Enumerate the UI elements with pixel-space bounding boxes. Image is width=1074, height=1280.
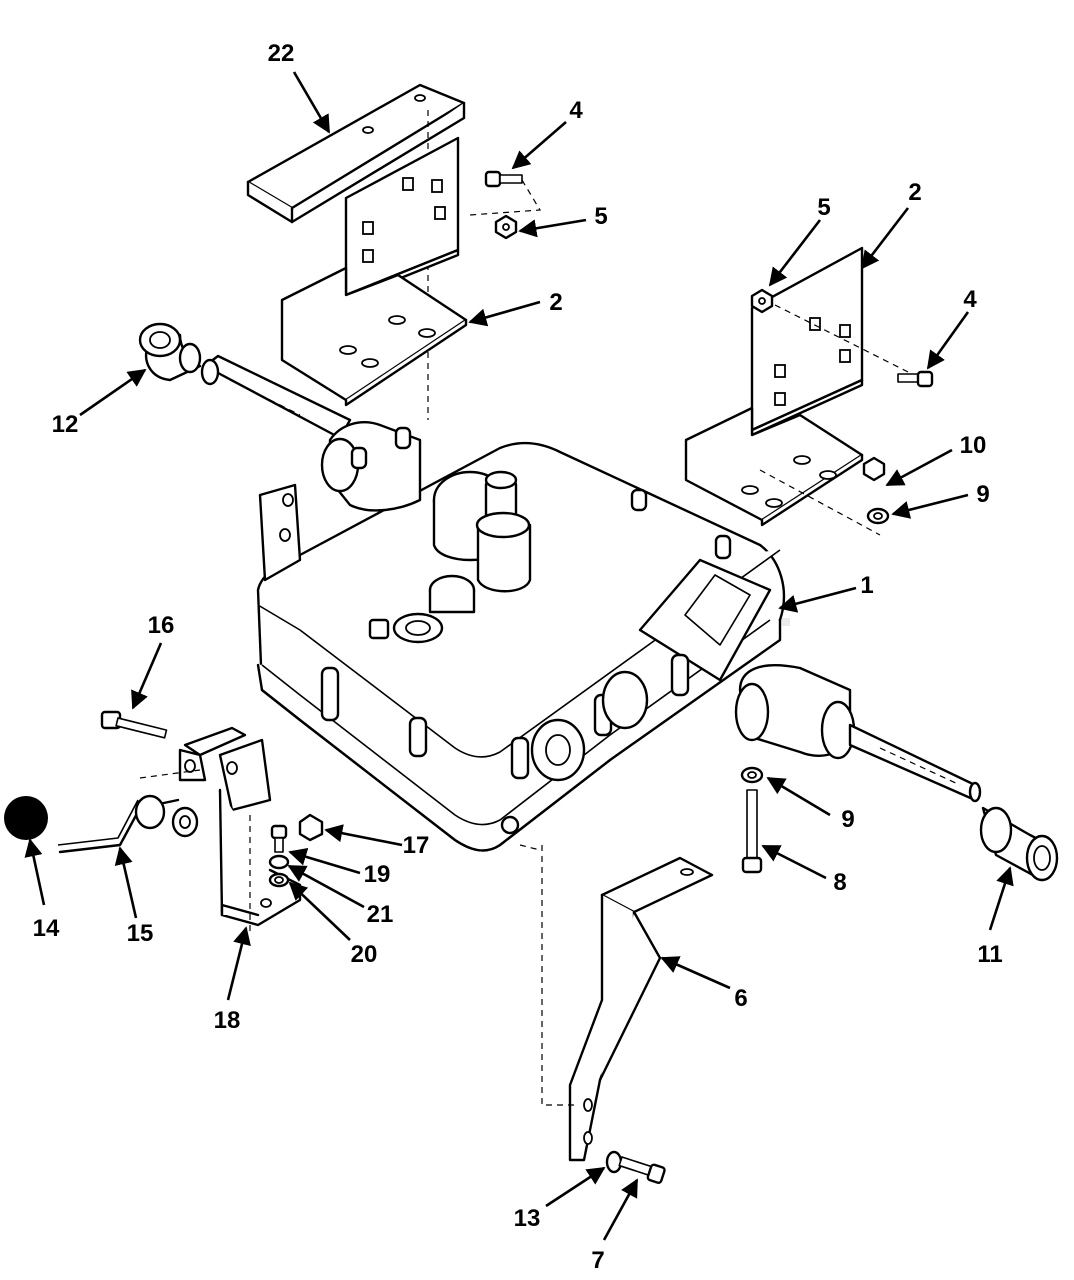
- part-11-bushing-right: [979, 806, 1059, 882]
- callout-20: 20: [351, 941, 378, 968]
- callout-8: 8: [833, 869, 846, 896]
- alignment-line: [519, 844, 541, 851]
- callout-9: 9: [976, 481, 989, 508]
- part-21-washer: [268, 854, 290, 870]
- part-15-shift-lever: [57, 794, 199, 854]
- part-12-bushing-left: [138, 322, 202, 382]
- part-9-washer-top: [866, 507, 890, 525]
- callout-4: 4: [963, 286, 977, 313]
- part-6-bracket: [568, 856, 714, 1162]
- part-5-nut-right: [750, 288, 774, 314]
- part-7-bolt: [618, 1156, 666, 1184]
- callout-19: 19: [364, 861, 391, 888]
- leader-lines: [24, 71, 1014, 1241]
- part-2-right-bracket: [684, 246, 864, 527]
- callout-4: 4: [569, 97, 583, 124]
- part-10-nut: [862, 456, 886, 482]
- part-5-nut-left: [494, 214, 518, 240]
- part-8-bolt: [741, 789, 763, 874]
- callout-1: 1: [860, 572, 873, 599]
- callout-16: 16: [148, 612, 175, 639]
- callout-12: 12: [52, 411, 79, 438]
- callout-11: 11: [977, 941, 1002, 968]
- callout-labels: 22 4 5 2 5 2 4 12 10 9 1 16 17 19 21 9 8…: [33, 40, 1003, 1274]
- part-14-knob: [4, 796, 48, 840]
- part-1-transmission-housing: [256, 421, 982, 852]
- part-20-washer: [268, 872, 290, 888]
- alignment-line: [774, 304, 921, 379]
- callout-18: 18: [214, 1007, 241, 1034]
- callout-9: 9: [841, 806, 854, 833]
- part-22-plate: [246, 83, 466, 224]
- callout-2: 2: [908, 179, 921, 206]
- callout-13: 13: [514, 1205, 541, 1232]
- part-17-nut: [298, 813, 324, 842]
- callout-17: 17: [403, 832, 430, 859]
- callout-6: 6: [734, 985, 747, 1012]
- part-18-shift-bracket: [178, 726, 302, 927]
- part-2-left-bracket: [280, 136, 468, 407]
- callout-2: 2: [549, 289, 562, 316]
- part-13-washer: [605, 1150, 623, 1174]
- alignment-line: [469, 179, 542, 216]
- callout-7: 7: [591, 1247, 604, 1274]
- part-19-bolt: [270, 824, 288, 853]
- part-9-washer-bottom: [740, 766, 764, 784]
- part-4-bolt-left: [484, 170, 523, 188]
- part-16-bolt: [100, 710, 168, 739]
- callout-5: 5: [594, 203, 607, 230]
- alignment-line: [541, 845, 575, 1106]
- axle-left: [200, 354, 352, 440]
- callout-22: 22: [268, 40, 295, 67]
- part-4-bolt-right: [897, 370, 934, 388]
- callout-14: 14: [33, 915, 60, 942]
- alignment-line: [759, 469, 881, 536]
- callout-5: 5: [817, 194, 830, 221]
- callout-15: 15: [127, 920, 154, 947]
- callout-10: 10: [960, 432, 987, 459]
- callout-21: 21: [367, 901, 394, 928]
